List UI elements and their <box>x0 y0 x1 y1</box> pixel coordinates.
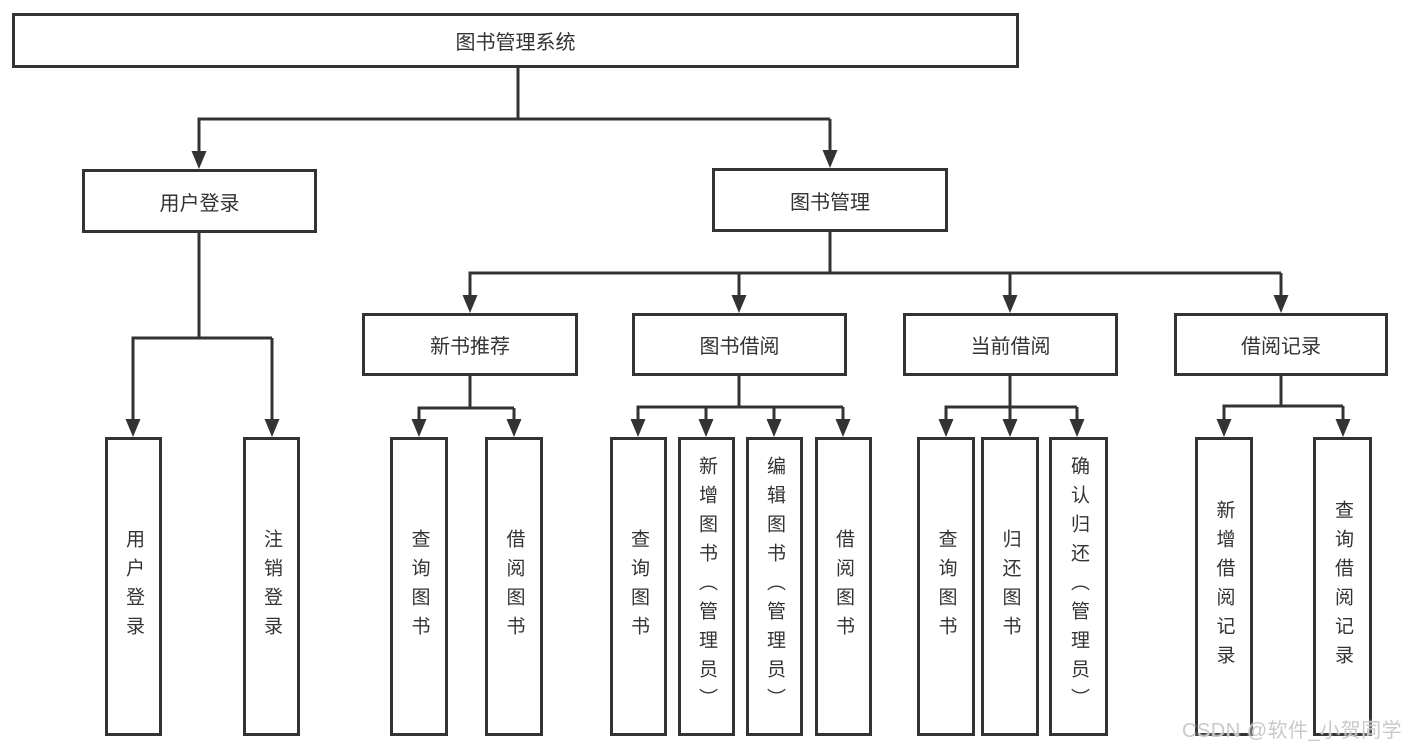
node-leaf-borrow-books-2: 借阅图书 <box>815 437 872 736</box>
node-leaf-edit-books-admin: 编辑图书（管理员） <box>746 437 803 736</box>
connector-userlogin-to-children <box>131 233 274 423</box>
node-leaf-return-books: 归还图书 <box>981 437 1039 736</box>
connector-newbookrec-to-children <box>417 376 516 423</box>
connector-bookmgmt-to-level3 <box>468 232 1283 299</box>
node-leaf-query-books-3: 查询图书 <box>917 437 975 736</box>
connector-borrowrecords-to-children <box>1222 376 1345 423</box>
connector-currentborrow-to-children <box>944 376 1079 423</box>
node-leaf-query-books-1: 查询图书 <box>390 437 448 736</box>
node-leaf-user-login: 用户登录 <box>105 437 162 736</box>
node-book-management: 图书管理 <box>712 168 948 232</box>
node-leaf-borrow-books-1: 借阅图书 <box>485 437 543 736</box>
node-book-borrowing: 图书借阅 <box>632 313 847 376</box>
node-leaf-add-borrow-record: 新增借阅记录 <box>1195 437 1253 736</box>
node-user-login: 用户登录 <box>82 169 317 233</box>
connector-root-to-level2 <box>197 67 832 155</box>
node-library-management-system: 图书管理系统 <box>12 13 1019 68</box>
arrowheads <box>125 150 1351 437</box>
node-leaf-query-borrow-record: 查询借阅记录 <box>1313 437 1372 736</box>
node-borrowing-records: 借阅记录 <box>1174 313 1388 376</box>
node-leaf-query-books-2: 查询图书 <box>610 437 667 736</box>
csdn-watermark: CSDN @软件_小贺同学 <box>1182 720 1403 742</box>
connector-bookborrow-to-children <box>636 376 845 423</box>
node-leaf-add-books-admin: 新增图书（管理员） <box>678 437 735 736</box>
node-new-book-recommend: 新书推荐 <box>362 313 578 376</box>
node-current-borrowing: 当前借阅 <box>903 313 1118 376</box>
node-leaf-confirm-return-admin: 确认归还（管理员） <box>1049 437 1108 736</box>
node-leaf-logout: 注销登录 <box>243 437 300 736</box>
